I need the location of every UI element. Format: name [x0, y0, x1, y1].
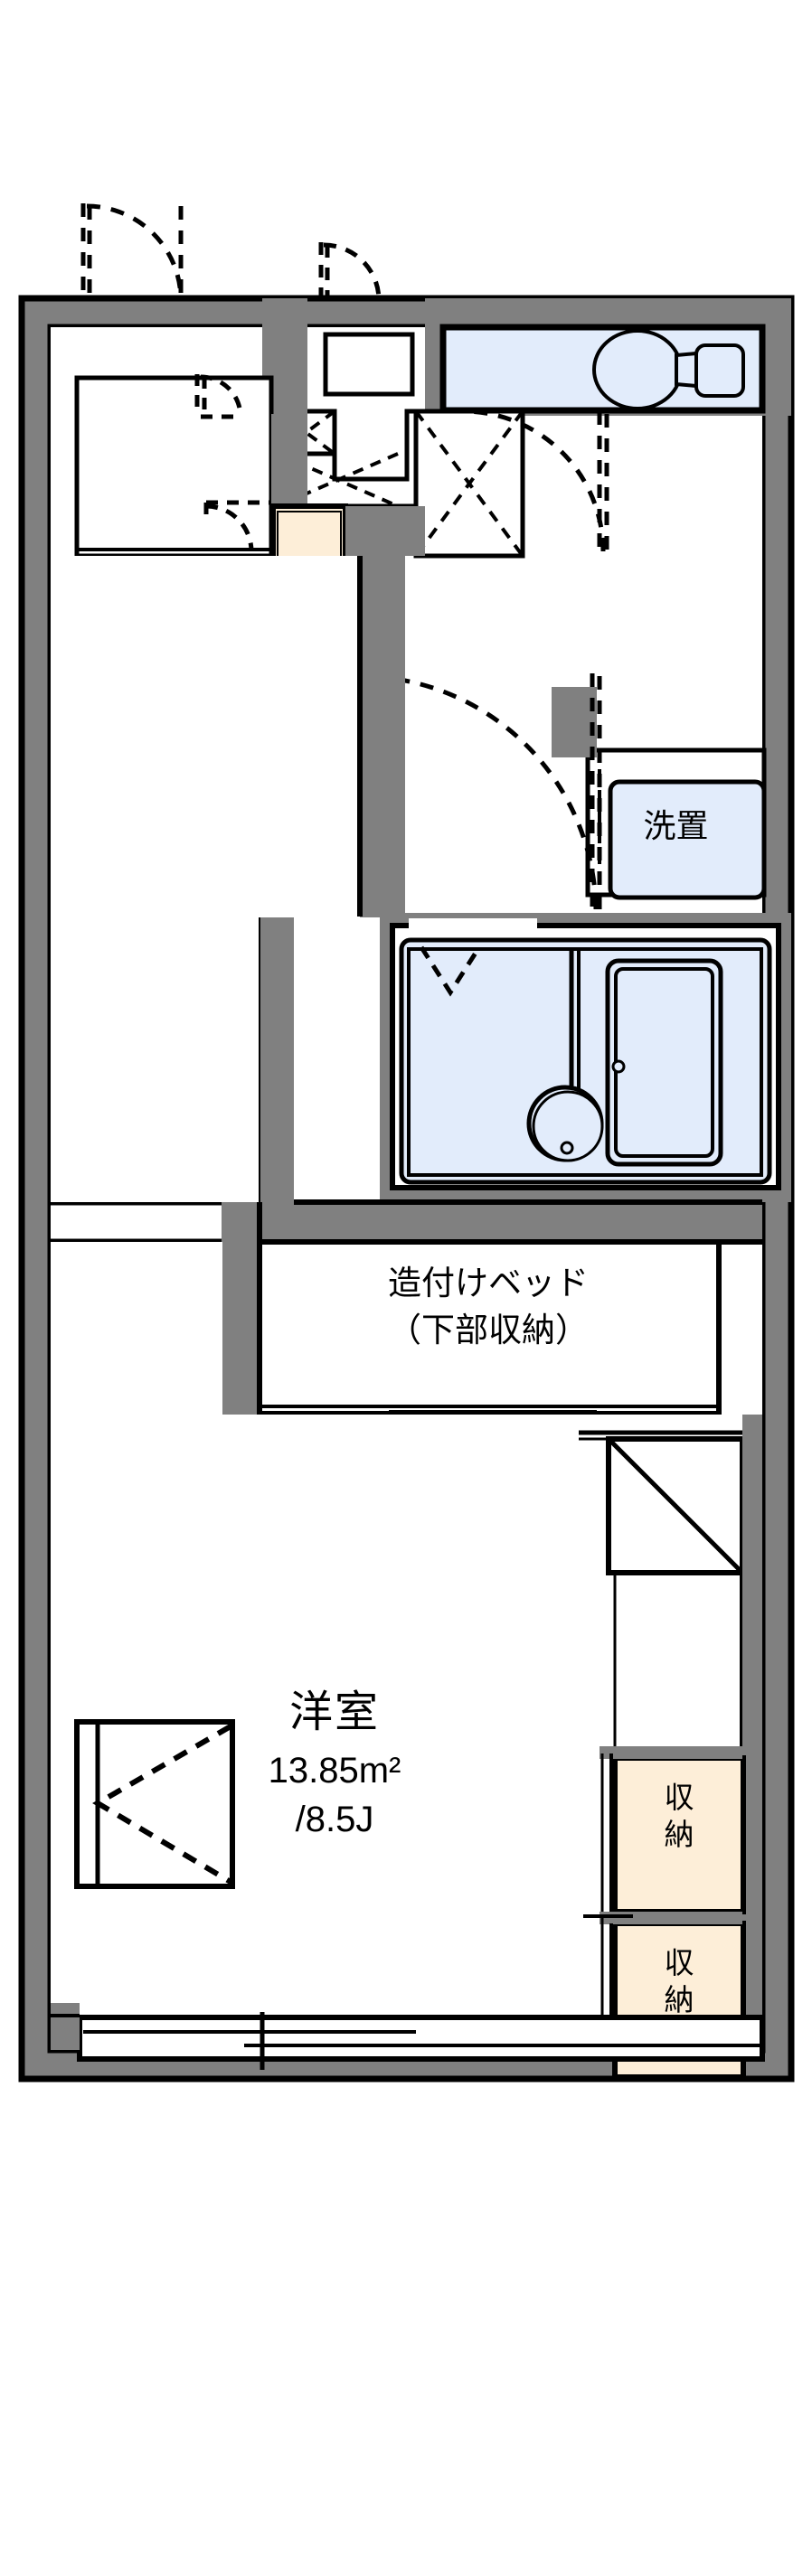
- bath-wall-column: [360, 556, 405, 917]
- closet-lower-head: [600, 1912, 742, 1924]
- wash-basin-inner: [532, 1090, 604, 1162]
- window-casement-left: [74, 1719, 235, 1889]
- sliding-door-frame: [77, 2015, 765, 2062]
- washing-machine-space: [585, 747, 767, 904]
- bath-threshold: [409, 918, 537, 931]
- kitchen-wall-left: [258, 913, 294, 1211]
- restroom-door: [462, 409, 609, 553]
- right-wall-strip: [742, 1415, 762, 2050]
- bathtub-inner: [614, 967, 714, 1158]
- washer-wall: [552, 687, 597, 757]
- built-in-bed: [255, 1239, 722, 1416]
- balcony-sliding-door: [77, 2012, 765, 2070]
- bath-entry-arrow: [419, 945, 482, 997]
- room-upper-floor-left: [51, 1242, 222, 1418]
- toilet-fixture: [592, 329, 745, 410]
- bathtub-drain: [611, 1059, 626, 1074]
- overhead-cabinet-diagonal: [607, 1437, 744, 1575]
- window-left-swing: [92, 1724, 232, 1885]
- closet-upper: [600, 1746, 746, 1921]
- washer-pan: [608, 779, 767, 900]
- entrance-hall-floor: [74, 375, 274, 559]
- restroom-door-outer: [318, 242, 382, 301]
- shoe-box-tall-x: [414, 409, 524, 558]
- wall-jog-bottom-left: [51, 2003, 80, 2050]
- wash-basin-drain: [560, 1141, 574, 1155]
- toilet-tank: [694, 343, 745, 398]
- closet-upper-head: [600, 1746, 742, 1759]
- hall-lower-floor: [51, 556, 360, 917]
- hall-wall-right: [271, 414, 307, 506]
- restroom: [425, 298, 791, 416]
- corridor-floor: [51, 913, 259, 1202]
- unit-bath: [380, 913, 791, 1202]
- corridor-door: [194, 374, 243, 419]
- bed-wall-left: [222, 1202, 260, 1415]
- built-in-bed-box: [255, 1239, 722, 1416]
- shoe-box-upper: [323, 332, 415, 397]
- bath-door: [361, 673, 602, 911]
- cabinet-wall-block: [345, 506, 425, 556]
- room-entry-door: [203, 500, 271, 552]
- entrance-door: [80, 203, 184, 301]
- closet-upper-box: [612, 1755, 746, 1914]
- entry-storage-group: [275, 332, 525, 559]
